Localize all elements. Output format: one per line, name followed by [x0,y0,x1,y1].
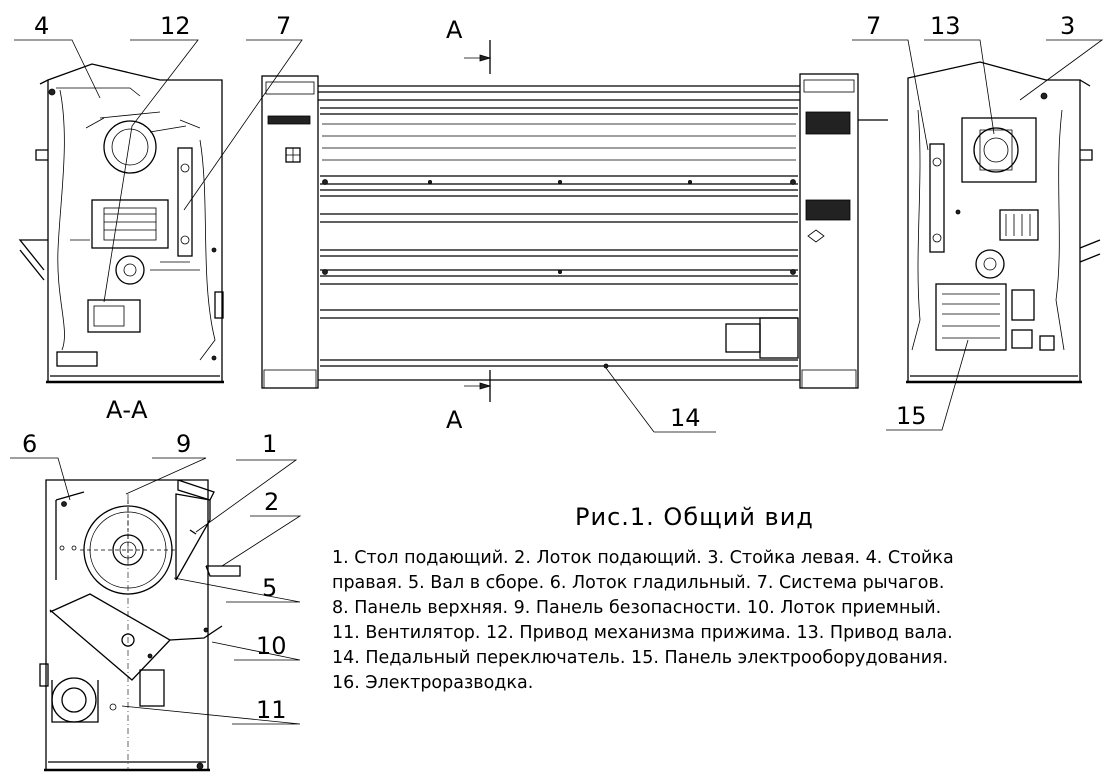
callout-numbers: 4 12 7 7 13 3 14 15 6 9 1 2 5 10 11 [22,12,1075,724]
legend-line: 1. Стол подающий. 2. Лоток подающий. 3. … [332,548,954,568]
callout-7-left: 7 [276,12,291,40]
callout-leaders [10,39,1104,725]
callout-5: 5 [262,574,277,602]
legend-line: правая. 5. Вал в сборе. 6. Лоток гладиль… [332,573,945,593]
legend-line: 11. Вентилятор. 12. Привод механизма при… [332,623,953,643]
section-mark-bottom: A [446,406,463,434]
callout-11: 11 [256,696,287,724]
callout-14: 14 [670,404,701,432]
callout-15: 15 [896,402,927,430]
callout-7-right: 7 [866,12,881,40]
callout-4: 4 [34,12,49,40]
section-markers: A A А-А [106,16,463,434]
view-left-stand [906,61,1101,384]
figure-legend: 1. Стол подающий. 2. Лоток подающий. 3. … [332,546,1107,696]
callout-2: 2 [264,488,279,516]
section-mark-top: A [446,16,463,44]
legend-line: 8. Панель верхняя. 9. Панель безопасност… [332,598,942,618]
figure-title: Рис.1. Общий вид [575,503,814,531]
view-right-stand [18,63,224,384]
legend-line: 16. Электроразводка. [332,673,534,693]
callout-9: 9 [176,430,191,458]
callout-1: 1 [262,430,277,458]
callout-13: 13 [930,12,961,40]
callout-12: 12 [160,12,191,40]
view-section-a-a [39,479,241,772]
callout-3: 3 [1060,12,1075,40]
callout-10: 10 [256,632,287,660]
view-front [261,40,888,402]
legend-line: 14. Педальный переключатель. 15. Панель … [332,648,949,668]
section-label: А-А [106,396,148,424]
callout-6: 6 [22,430,37,458]
